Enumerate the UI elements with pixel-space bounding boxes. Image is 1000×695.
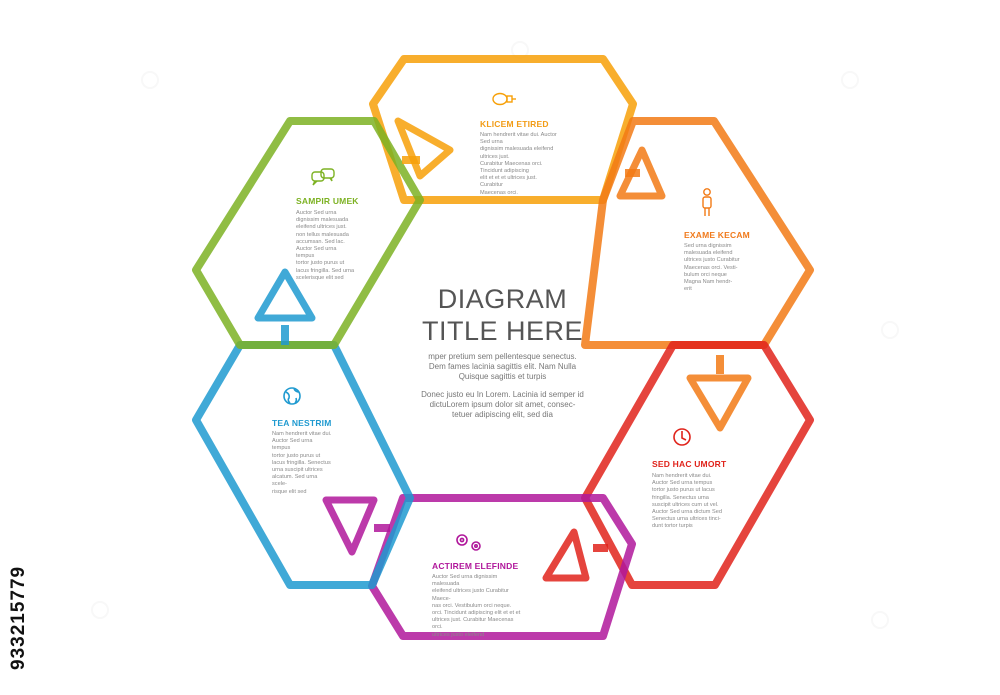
stock-id-watermark: 933215779 (6, 460, 36, 670)
diagram-intro: mper pretium sem pellentesque senectus. … (420, 352, 585, 428)
diagram-title-line1: DIAGRAM (437, 284, 568, 314)
arrow-triangle-blue (254, 268, 316, 345)
section-title-klicem-etired: KLICEM ETIRED (480, 119, 549, 129)
hexagon-actirem-elefinde (368, 494, 636, 640)
intro-paragraph-1: mper pretium sem pellentesque senectus. … (428, 352, 577, 381)
diagram-title-line2: TITLE HERE (421, 316, 584, 346)
arrow-triangle-orange-light (394, 117, 454, 180)
hexagon-klicem-etired (369, 55, 637, 204)
chat-bubbles-icon (311, 168, 335, 186)
stock-id-text: 933215779 (8, 565, 29, 670)
arrow-triangle-orange (616, 146, 666, 200)
section-title-sed-hac-umort: SED HAC UMORT (652, 459, 727, 469)
section-body-klicem-etired: Nam hendrerit vitae dui. Auctor Sed urna… (480, 132, 557, 196)
section-body-sampir-umek: Auctor Sed urna dignissim malesuada elei… (296, 210, 355, 281)
section-body-tea-nestrim: Nam hendrerit vitae dui. Auctor Sed urna… (272, 431, 332, 495)
arrow-triangle-red (542, 528, 608, 582)
section-title-actirem-elefinde: ACTIREM ELEFINDE (432, 561, 519, 571)
hexagon-exame-kecam (581, 117, 814, 349)
arrow-triangle-orange-bottom (686, 355, 752, 432)
section-title-tea-nestrim: TEA NESTRIM (272, 418, 332, 428)
clock-icon (673, 428, 691, 446)
section-body-sed-hac-umort: Nam hendrerit vitae dui. Auctor Sed urna… (652, 473, 722, 530)
lightbulb-icon (492, 92, 516, 106)
section-body-exame-kecam: Sed urna dignissim malesuada eleifend ul… (684, 243, 740, 293)
section-title-sampir-umek: SAMPIR UMEK (296, 196, 359, 206)
background-watermark-pattern (91, 41, 899, 629)
section-title-exame-kecam: EXAME KECAM (684, 230, 750, 240)
diagram-title: DIAGRAM TITLE HERE (420, 283, 585, 347)
section-body-actirem-elefinde: Auctor Sed urna dignissim malesuada elei… (432, 574, 521, 638)
gears-icon (456, 534, 481, 551)
arrow-triangle-magenta (322, 496, 390, 556)
globe-icon (283, 387, 301, 405)
person-icon (702, 188, 712, 216)
intro-paragraph-2: Donec justo eu In Lorem. Lacinia id semp… (421, 390, 584, 419)
hexagon-sampir-umek (192, 117, 424, 349)
